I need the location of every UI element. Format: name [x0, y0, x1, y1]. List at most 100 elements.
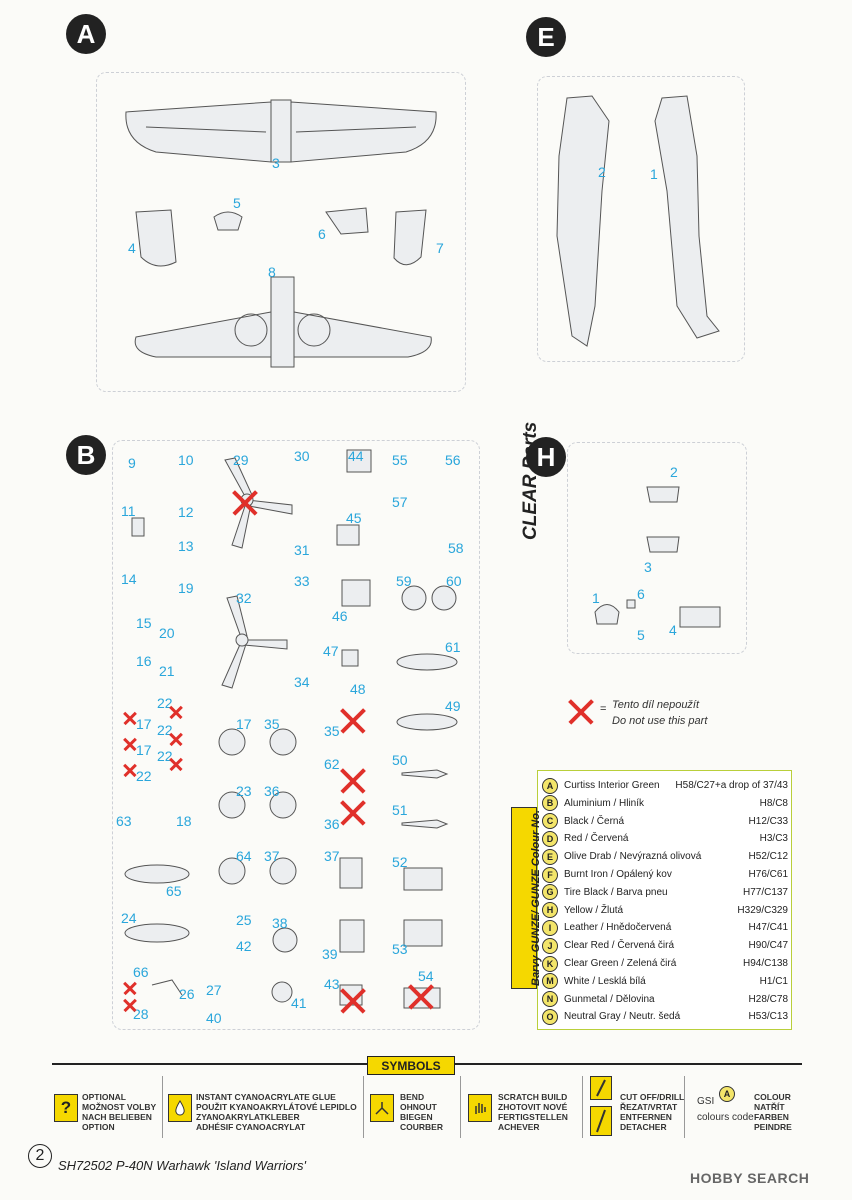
legend-line-en: Do not use this part	[612, 715, 708, 727]
sprue-frame-h	[567, 442, 747, 654]
part-number: 26	[179, 986, 195, 1002]
colour-letter-icon: D	[542, 830, 558, 847]
part-number: 60	[446, 573, 462, 589]
colour-letter-icon: A	[542, 777, 558, 794]
do-not-use-mark	[169, 705, 183, 719]
part-number: 5	[637, 627, 645, 643]
part-number: 51	[392, 802, 408, 818]
colour-name: White / Lesklá bílá	[564, 975, 646, 987]
legend-equals: =	[600, 703, 607, 715]
part-number: 45	[346, 510, 362, 526]
part-number: 30	[294, 448, 310, 464]
do-not-use-mark	[169, 732, 183, 746]
part-number: 47	[323, 643, 339, 659]
part-number: 66	[133, 964, 149, 980]
colour-letter-icon: E	[542, 848, 558, 865]
sprue-frame-a	[96, 72, 466, 392]
part-number: 15	[136, 615, 152, 631]
colour-letter-icon: H	[542, 902, 558, 919]
part-number: 34	[294, 674, 310, 690]
part-number: 59	[396, 573, 412, 589]
part-number: 53	[392, 941, 408, 957]
part-number: 63	[116, 813, 132, 829]
colour-code: H1/C1	[759, 975, 788, 987]
colour-code: H76/C61	[748, 869, 788, 880]
symbol-divider	[363, 1076, 364, 1138]
colour-code: H28/C78	[748, 993, 788, 1005]
part-number: 3	[644, 559, 652, 575]
colour-code: H47/C41	[748, 922, 788, 934]
footer-title: SH72502 P-40N Warhawk 'Island Warriors'	[58, 1158, 306, 1173]
section-badge-e: E	[526, 17, 566, 57]
part-number: 8	[268, 264, 276, 280]
colour-name: Yellow / Žlutá	[564, 904, 624, 916]
legend-note: Tento díl nepoužít Do not use this part	[612, 697, 707, 729]
colour-code: H3/C3	[759, 833, 788, 845]
part-number: 20	[159, 625, 175, 641]
colour-letter-icon: O	[542, 1008, 558, 1025]
colour-code: H329/C329	[737, 904, 788, 916]
sprue-h-drawing	[594, 486, 721, 628]
part-number: 29	[233, 452, 249, 468]
part-number: 64	[236, 848, 252, 864]
colour-name: Olive Drab / Nevýrazná olivová	[564, 851, 702, 863]
colour-name: Curtiss Interior Green	[564, 780, 660, 791]
colour-code: H94/C138	[742, 958, 788, 969]
symbols-title: SYMBOLS	[367, 1056, 455, 1075]
watermark: HOBBY SEARCH	[690, 1170, 810, 1186]
do-not-use-mark	[169, 757, 183, 771]
part-number: 50	[392, 752, 408, 768]
colour-letter-icon: J	[542, 937, 558, 954]
symbol-divider	[684, 1076, 685, 1138]
colour-name: Gunmetal / Dělovina	[564, 993, 655, 1005]
colour-code: H52/C12	[748, 851, 788, 863]
colour-code: H77/C137	[742, 886, 788, 898]
colour-letter-icon: N	[542, 991, 558, 1008]
cut-off-icon	[590, 1076, 612, 1100]
part-number: 3	[272, 155, 280, 171]
part-number: 7	[436, 240, 444, 256]
do-not-use-mark	[408, 984, 434, 1010]
sprue-a-drawing	[125, 99, 437, 368]
part-number: 6	[637, 586, 645, 602]
part-number: 4	[669, 622, 677, 638]
part-number: 58	[448, 540, 464, 556]
part-number: 41	[291, 995, 307, 1011]
part-number: 9	[128, 455, 136, 471]
symbol-divider	[460, 1076, 461, 1138]
colour-code: H8/C8	[759, 797, 788, 809]
part-number: 24	[121, 910, 137, 926]
colour-name: Tire Black / Barva pneu	[564, 886, 668, 898]
do-not-use-mark	[123, 737, 137, 751]
part-number: 10	[178, 452, 194, 468]
part-number: 37	[264, 848, 280, 864]
part-number: 42	[236, 938, 252, 954]
section-badge-b: B	[66, 435, 106, 475]
clear-parts-label: CLEAR Parts	[520, 421, 541, 540]
part-number: 40	[206, 1010, 222, 1026]
part-number: 38	[272, 915, 288, 931]
do-not-use-mark	[340, 800, 366, 826]
part-number: 62	[324, 756, 340, 772]
part-number: 12	[178, 504, 194, 520]
part-number: 5	[233, 195, 241, 211]
part-number: 4	[128, 240, 136, 256]
colour-row: N Gunmetal / Dělovina H28/C78	[542, 991, 788, 1008]
colour-letter-icon: F	[542, 866, 558, 883]
glue-drop-icon	[168, 1094, 192, 1122]
part-number: 49	[445, 698, 461, 714]
part-number: 17	[136, 716, 152, 732]
colour-name: Clear Red / Červená čirá	[564, 940, 675, 952]
part-number: 35	[264, 716, 280, 732]
part-number: 23	[236, 783, 252, 799]
part-number: 55	[392, 452, 408, 468]
